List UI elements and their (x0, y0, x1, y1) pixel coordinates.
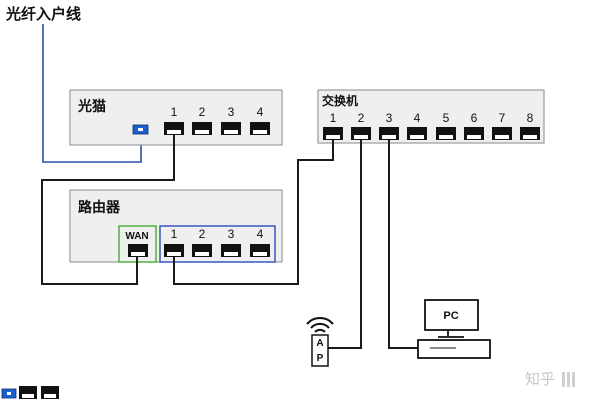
router-lan-4-icon (250, 244, 270, 257)
modem-port-1-label: 1 (171, 105, 178, 119)
wifi-icon (306, 317, 334, 333)
ap-letter-a: A (316, 338, 323, 349)
router-lan-3-label: 3 (228, 227, 235, 241)
switch-port-6-label: 6 (471, 111, 478, 125)
cable-switch-to-pc (388, 140, 418, 349)
watermark-bars-icon (562, 372, 575, 387)
cable-router-lan-to-switch (173, 140, 334, 285)
ap-device (311, 334, 329, 367)
switch-port-6-icon (464, 127, 484, 140)
wan-label: WAN (125, 231, 148, 242)
switch-port-1-label: 1 (330, 111, 337, 125)
modem-port-2-icon (192, 122, 212, 135)
pc-case (417, 339, 491, 359)
modem-port-3-label: 3 (228, 105, 235, 119)
modem-port-4-label: 4 (257, 105, 264, 119)
switch-port-1-icon (323, 127, 343, 140)
switch-port-2-label: 2 (358, 111, 365, 125)
switch-port-8-icon (520, 127, 540, 140)
legend-rj45-port-icon-2 (41, 386, 59, 399)
modem-port-4-icon (250, 122, 270, 135)
router-lan-4-label: 4 (257, 227, 264, 241)
switch-title: 交换机 (322, 93, 358, 108)
pc-monitor (424, 299, 479, 338)
router-wan-port-icon (128, 244, 148, 257)
watermark-text: 知乎 (525, 371, 555, 388)
switch-port-7-icon (492, 127, 512, 140)
fiber-line (42, 24, 142, 163)
switch-port-5-label: 5 (443, 111, 450, 125)
switch-port-3-icon (379, 127, 399, 140)
router-lan-2-icon (192, 244, 212, 257)
fiber-label: 光纤入户线 (5, 5, 81, 23)
modem-title: 光猫 (77, 98, 106, 114)
modem-box (69, 89, 283, 146)
legend-fiber-port-icon (1, 388, 17, 399)
switch-port-5-icon (436, 127, 456, 140)
modem-port-2-label: 2 (199, 105, 206, 119)
switch-port-4-label: 4 (414, 111, 421, 125)
lan-highlight (159, 225, 276, 263)
router-lan-2-label: 2 (199, 227, 206, 241)
pc-label: PC (443, 310, 458, 322)
switch-port-3-label: 3 (386, 111, 393, 125)
modem-port-1-icon (164, 122, 184, 135)
router-lan-3-icon (221, 244, 241, 257)
cable-modem-to-router-wan (41, 135, 175, 285)
router-lan-1-icon (164, 244, 184, 257)
switch-port-4-icon (407, 127, 427, 140)
fiber-port-core (138, 128, 143, 131)
cable-switch-to-ap (328, 140, 362, 349)
router-lan-1-label: 1 (171, 227, 178, 241)
ap-letter-p: P (317, 353, 324, 364)
switch-port-2-icon (351, 127, 371, 140)
switch-port-8-label: 8 (527, 111, 534, 125)
switch-port-7-label: 7 (499, 111, 506, 125)
modem-port-3-icon (221, 122, 241, 135)
legend-rj45-port-icon (19, 386, 37, 399)
router-title: 路由器 (78, 199, 121, 215)
